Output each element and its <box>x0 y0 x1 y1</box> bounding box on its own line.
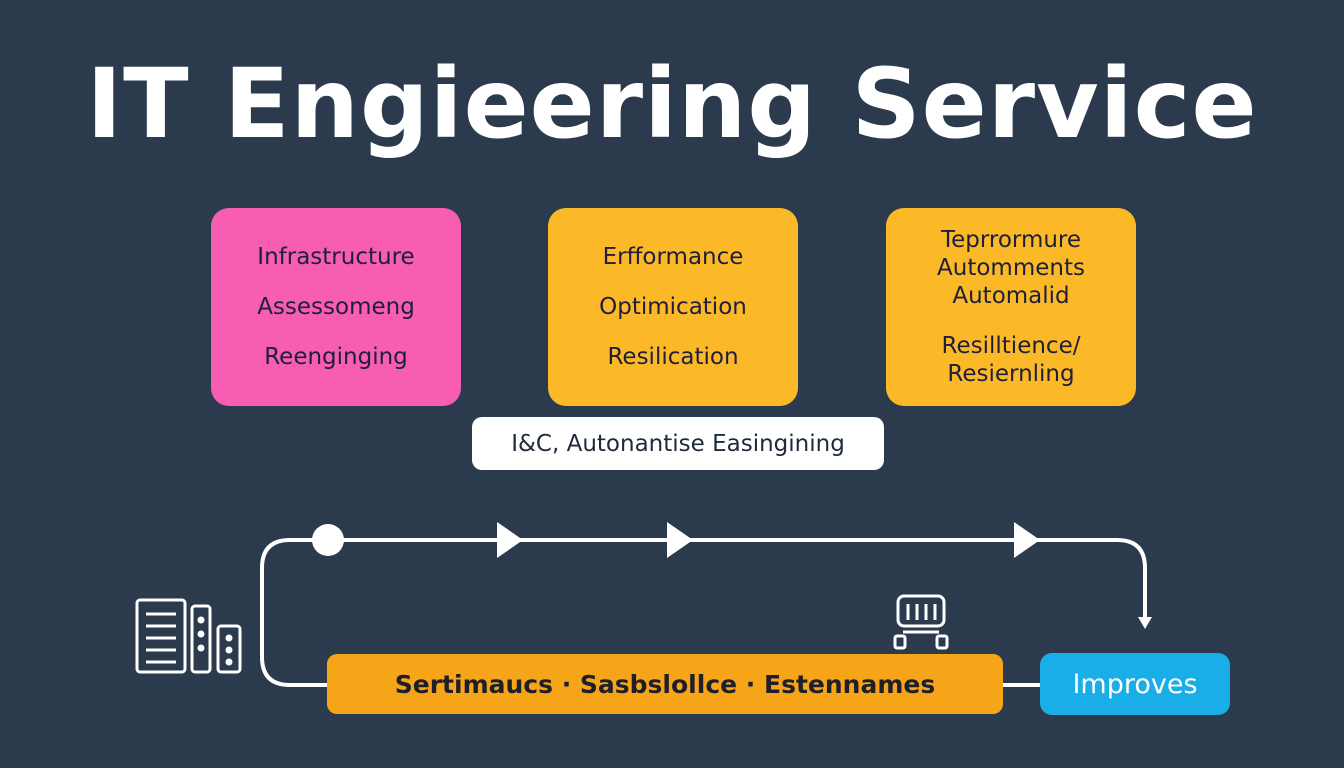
card-line: Resilication <box>607 344 739 370</box>
card-performance: Erfformance Optimication Resilication <box>548 208 798 406</box>
card-line: Infrastructure <box>257 244 415 270</box>
card-line: Erfformance <box>602 244 744 270</box>
caption-box: I&C, Autonantise Easingining <box>472 417 884 470</box>
flow-line <box>260 538 1147 687</box>
improves-pill: Improves <box>1040 653 1230 715</box>
card-line: Teprrormure <box>940 227 1082 253</box>
card-infrastructure: Infrastructure Assessomeng Reenginging <box>211 208 461 406</box>
card-automation: Teprrormure Automments Automalid Resillt… <box>886 208 1136 406</box>
page-title: IT Engieering Service <box>86 48 1258 160</box>
arrow-right-icon <box>667 522 693 558</box>
card-line: Resilltience/ <box>941 333 1081 359</box>
arrow-right-icon <box>497 522 523 558</box>
services-bar: Sertimaucs · Sasbslollce · Estennames <box>327 654 1003 714</box>
start-node-icon <box>312 524 344 556</box>
arrow-down-icon <box>1138 617 1152 629</box>
robot-icon <box>893 594 949 650</box>
card-line: Automments <box>937 255 1085 281</box>
card-line: Automalid <box>952 283 1070 309</box>
server-rack-icon <box>135 598 242 674</box>
card-line: Resiernling <box>947 361 1075 387</box>
card-line: Assessomeng <box>257 294 415 320</box>
arrow-right-icon <box>1014 522 1040 558</box>
card-line: Reenginging <box>264 344 408 370</box>
card-line: Optimication <box>599 294 747 320</box>
